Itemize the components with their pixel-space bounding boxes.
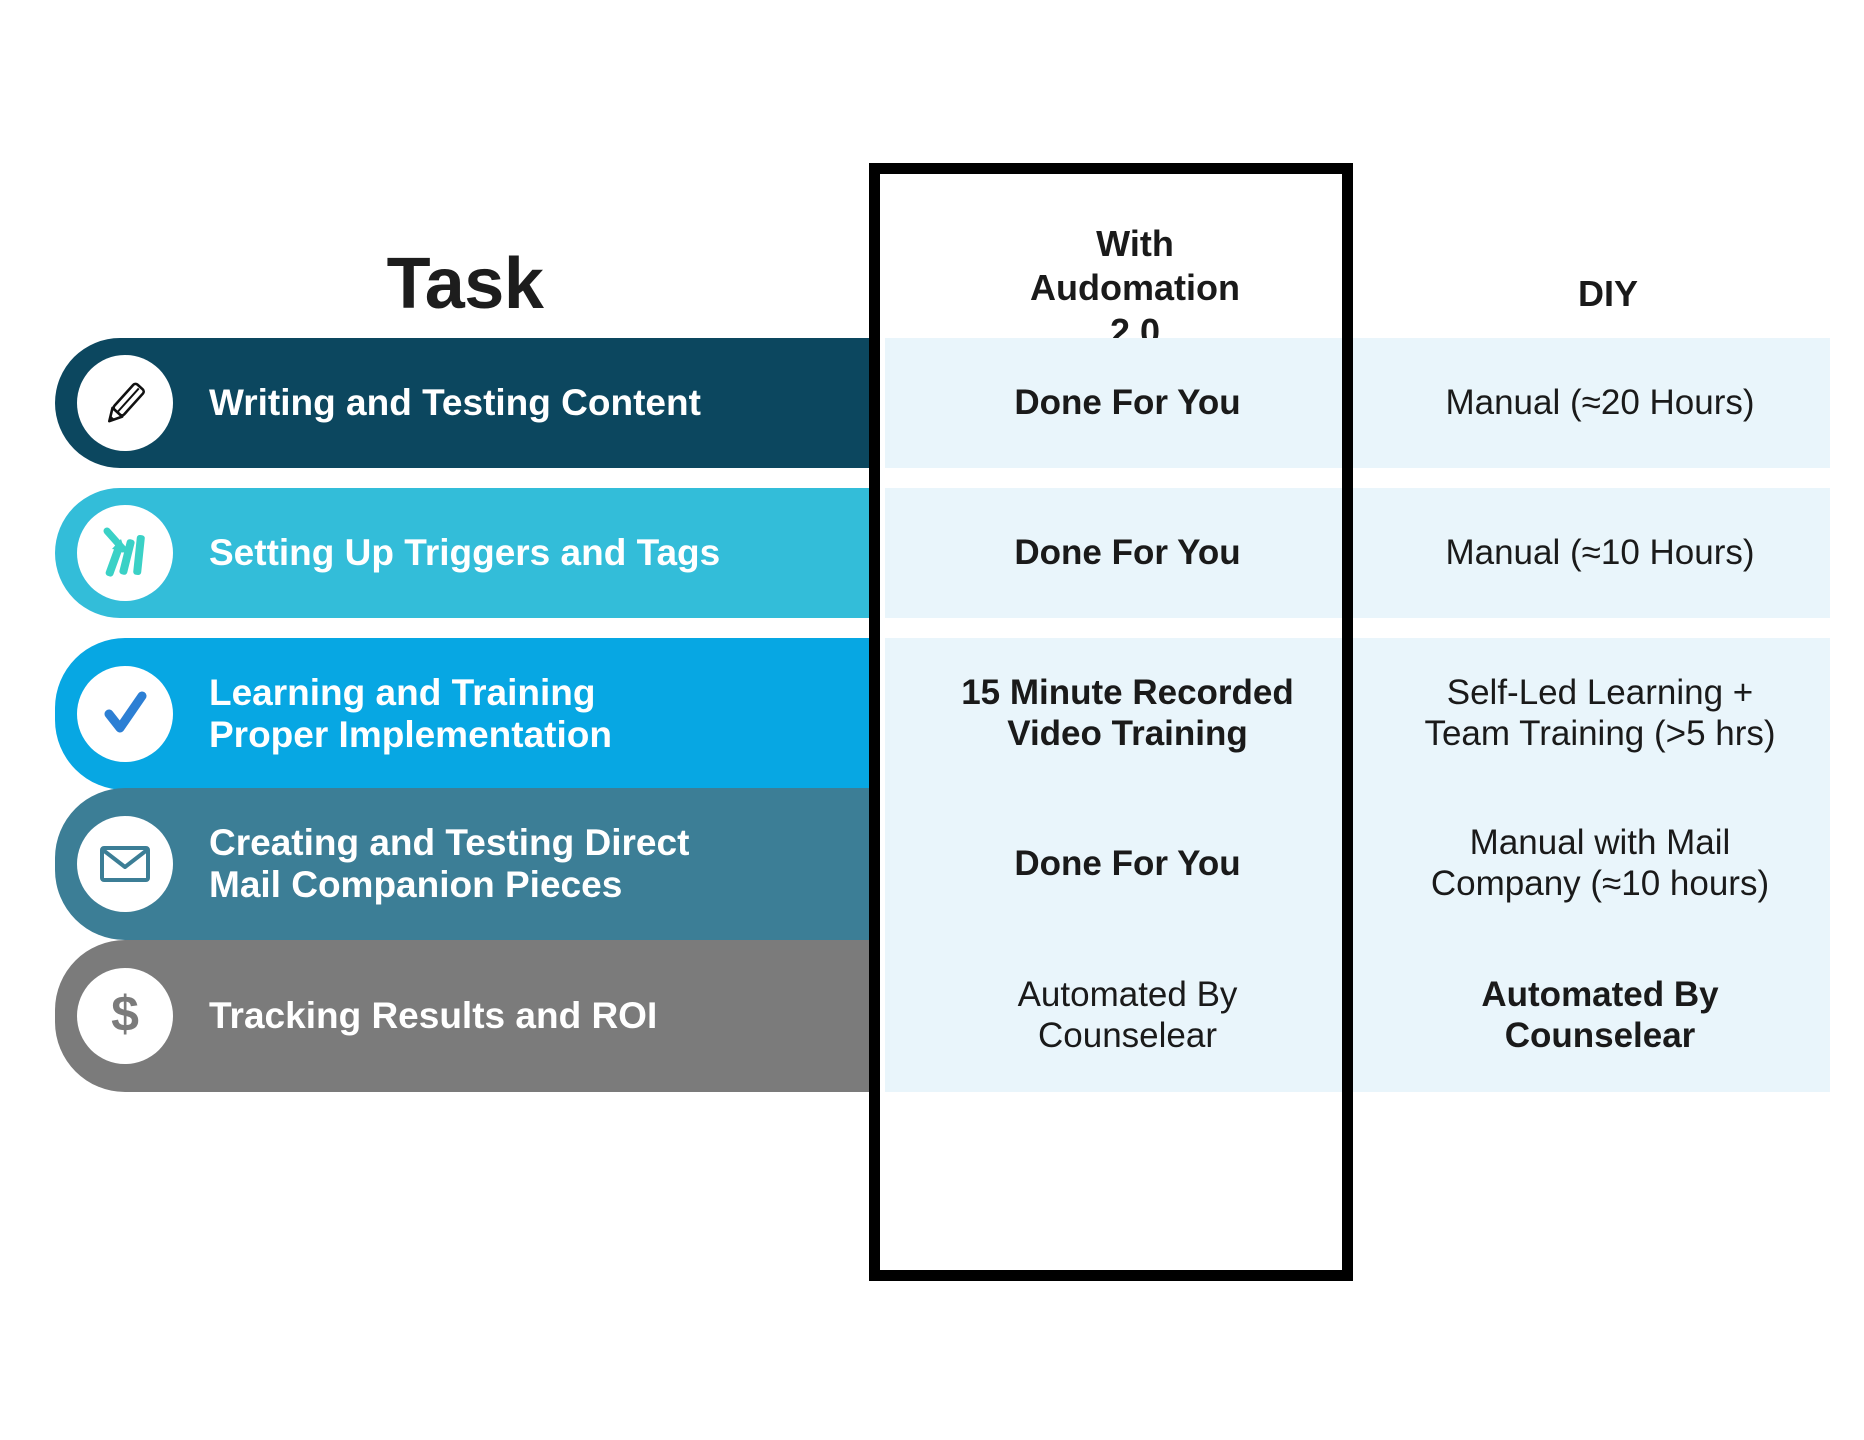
stripe-mid-1 (885, 338, 1370, 468)
task-label: Setting Up Triggers and Tags (209, 532, 721, 574)
stripe-diy-2 (1370, 488, 1830, 618)
table-row[interactable]: Creating and Testing Direct Mail Compani… (55, 788, 873, 940)
column-header-diy: DIY (1577, 273, 1638, 314)
column-header-task: Task (386, 244, 544, 324)
cell-audomation: 15 Minute Recorded Video Training (961, 673, 1294, 753)
task-label: Writing and Testing Content (209, 382, 701, 424)
task-label: Learning and Training Proper Implementat… (209, 672, 612, 755)
cell-diy: Automated By Counselear (1481, 975, 1719, 1055)
cell-audomation: Done For You (1014, 843, 1241, 883)
task-label: Tracking Results and ROI (209, 995, 658, 1037)
stripe-diy-3 (1370, 638, 1830, 790)
cell-audomation: Automated By Counselear (1017, 975, 1238, 1055)
stripe-mid-5 (885, 940, 1370, 1092)
stripe-mid-3 (885, 638, 1370, 790)
envelope-icon (77, 816, 173, 912)
table-row[interactable]: $ Tracking Results and ROI (55, 940, 873, 1092)
stripe-diy-1 (1370, 338, 1830, 468)
dollar-icon: $ (77, 968, 173, 1064)
cell-audomation: Done For You (1014, 532, 1241, 572)
pencil-icon (77, 355, 173, 451)
cell-diy: Manual with Mail Company (≈10 hours) (1430, 823, 1770, 903)
column-header-audomation: With Audomation 2.0 (1030, 223, 1240, 352)
stripe-diy-4 (1370, 788, 1830, 940)
table-row[interactable]: Writing and Testing Content (55, 338, 873, 468)
checkmark-icon (77, 666, 173, 762)
trigger-tags-icon (77, 505, 173, 601)
cell-diy: Self-Led Learning + Team Training (>5 hr… (1424, 673, 1776, 753)
stripe-mid-2 (885, 488, 1370, 618)
cell-diy: Manual (≈20 Hours) (1445, 382, 1755, 422)
stripe-diy-5 (1370, 940, 1830, 1092)
table-row[interactable]: Setting Up Triggers and Tags (55, 488, 873, 618)
table-row[interactable]: Learning and Training Proper Implementat… (55, 638, 873, 790)
task-label: Creating and Testing Direct Mail Compani… (209, 822, 690, 905)
stripe-mid-4 (885, 788, 1370, 940)
svg-text:$: $ (111, 986, 139, 1042)
cell-audomation: Done For You (1014, 382, 1241, 422)
cell-diy: Manual (≈10 Hours) (1445, 532, 1755, 572)
